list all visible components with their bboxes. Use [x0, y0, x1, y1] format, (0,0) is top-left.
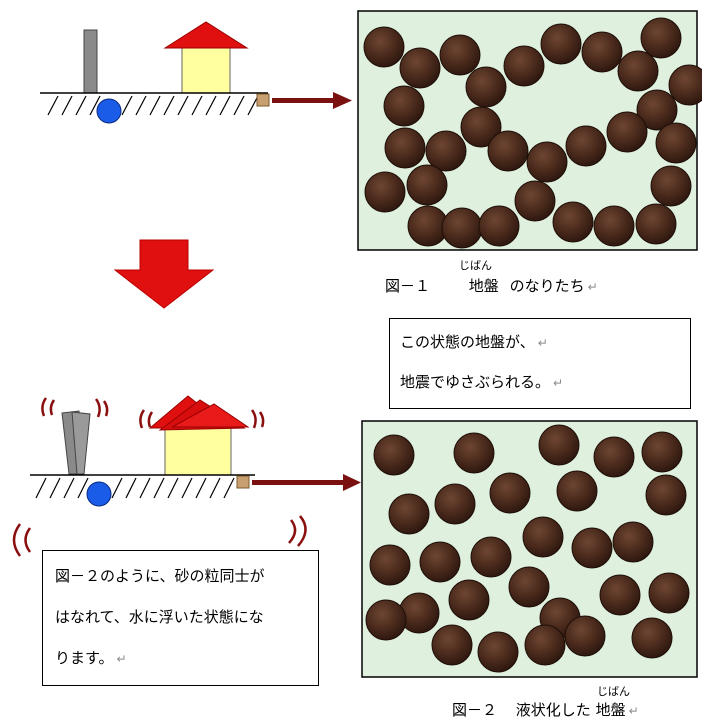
sand-grain-loose-5 [641, 431, 683, 473]
sand-grain-loose-4 [593, 436, 635, 478]
sand-grain-28 [552, 201, 594, 243]
sand-grain-loose-11 [522, 516, 564, 558]
sand-grain-12 [460, 106, 502, 148]
sand-grain-loose-6 [388, 493, 430, 535]
fig2-caption-prefix: 図－２ [452, 701, 498, 719]
fig1-ground-word: 地盤 [468, 277, 499, 295]
note-bottom-line3: ります。↵ [55, 649, 127, 667]
sand-grain-20 [655, 122, 697, 164]
sand-grain-15 [425, 130, 467, 172]
fig1-caption: 図－１ 地盤 のなりたち↵ [385, 275, 598, 296]
return-mark: ↵ [587, 280, 598, 294]
ground-hatch-2 [35, 477, 235, 499]
note-top-line1: この状態の地盤が、↵ [400, 333, 548, 351]
sand-grain-loose-8 [489, 472, 531, 514]
ground-hatch [47, 95, 259, 116]
fig2-ruby: じばん [597, 685, 630, 698]
sand-grain-18 [565, 125, 607, 167]
sand-grain-1 [363, 26, 405, 68]
sand-grain-loose-10 [645, 474, 687, 516]
pole [83, 29, 98, 94]
sand-grain-13 [636, 89, 678, 131]
sand-grain-26 [441, 207, 483, 249]
sand-grain-23 [514, 180, 556, 222]
sand-grain-8 [617, 50, 659, 92]
house [163, 21, 249, 94]
sand-grain-loose-2 [453, 432, 495, 474]
sand-grain-loose-1 [373, 434, 415, 476]
sand-grain-loose-22 [648, 572, 690, 614]
big-down-arrow [113, 239, 215, 309]
fig2-caption-mid: 液状化した [515, 701, 591, 719]
note-bottom-line2: はなれて、水に浮いた状態にな [55, 608, 264, 626]
sand-grain-2 [399, 47, 441, 89]
sand-grain-loose-9 [556, 470, 598, 512]
sand-grain-loose-27 [524, 624, 566, 666]
sand-grain-4 [465, 66, 507, 108]
sand-grain-14 [384, 127, 426, 169]
sand-grain-loose-28 [564, 615, 606, 657]
sand-grain-5 [503, 45, 545, 87]
sand-grain-loose-17 [508, 566, 550, 608]
note-box-bottom: 図－２のように、砂の粒同士が はなれて、水に浮いた状態にな ります。↵ [42, 550, 319, 686]
sand-grain-24 [650, 165, 692, 207]
sand-grain-30 [635, 203, 677, 245]
fig1-caption-rest: のなりたち [509, 277, 585, 295]
sand-grain-loose-12 [571, 527, 613, 569]
tilted-pole [61, 410, 91, 475]
arrow-to-panel-2 [252, 474, 361, 491]
note-box-top: この状態の地盤が、↵ 地震でゆさぶられる。↵ [389, 318, 691, 409]
sand-grain-27 [478, 205, 520, 247]
sand-grain-3 [439, 34, 481, 76]
sand-grain-loose-15 [419, 541, 461, 583]
ball-2 [86, 481, 112, 507]
arrow-to-panel-1 [272, 92, 352, 109]
sand-grain-9 [640, 17, 682, 59]
house-shaking [148, 395, 250, 476]
sand-grain-loose-25 [431, 624, 473, 666]
sand-grain-loose-21 [599, 574, 641, 616]
fig2-ground-word: 地盤 [595, 701, 626, 719]
sand-grain-loose-3 [538, 424, 580, 466]
sand-grain-loose-14 [369, 544, 411, 586]
sand-grain-loose-7 [434, 483, 476, 525]
scene-after [12, 395, 361, 557]
grains-separated [365, 424, 690, 673]
ball [96, 98, 122, 124]
sand-grain-loose-26 [477, 631, 519, 673]
sand-grain-6 [540, 23, 582, 65]
sand-grain-loose-23 [365, 599, 407, 641]
sand-grain-7 [581, 31, 623, 73]
scene-before [40, 21, 352, 124]
sand-grain-loose-18 [448, 579, 490, 621]
note-bottom-line1: 図－２のように、砂の粒同士が [55, 567, 265, 585]
fig1-caption-prefix: 図－１ [385, 277, 431, 295]
note-top-line2: 地震でゆさぶられる。↵ [400, 373, 564, 391]
sand-grain-21 [364, 171, 406, 213]
sand-grain-16 [487, 130, 529, 172]
sand-grain-19 [606, 111, 648, 153]
sand-grain-loose-24 [631, 617, 673, 659]
soil-sample-2 [236, 475, 250, 489]
sand-grain-loose-13 [612, 521, 654, 563]
sand-grain-29 [593, 205, 635, 247]
grains-packed [363, 17, 702, 249]
sand-grain-17 [526, 141, 568, 183]
sand-grain-22 [406, 164, 448, 206]
sand-grain-10 [668, 64, 702, 106]
shake-marks [12, 397, 307, 557]
fig1-ruby: じばん [459, 259, 492, 272]
fig2-caption: 図－２ 液状化した 地盤↵ [452, 701, 639, 719]
soil-sample [256, 93, 270, 107]
sand-grain-loose-16 [470, 536, 512, 578]
sand-grain-11 [383, 85, 425, 127]
